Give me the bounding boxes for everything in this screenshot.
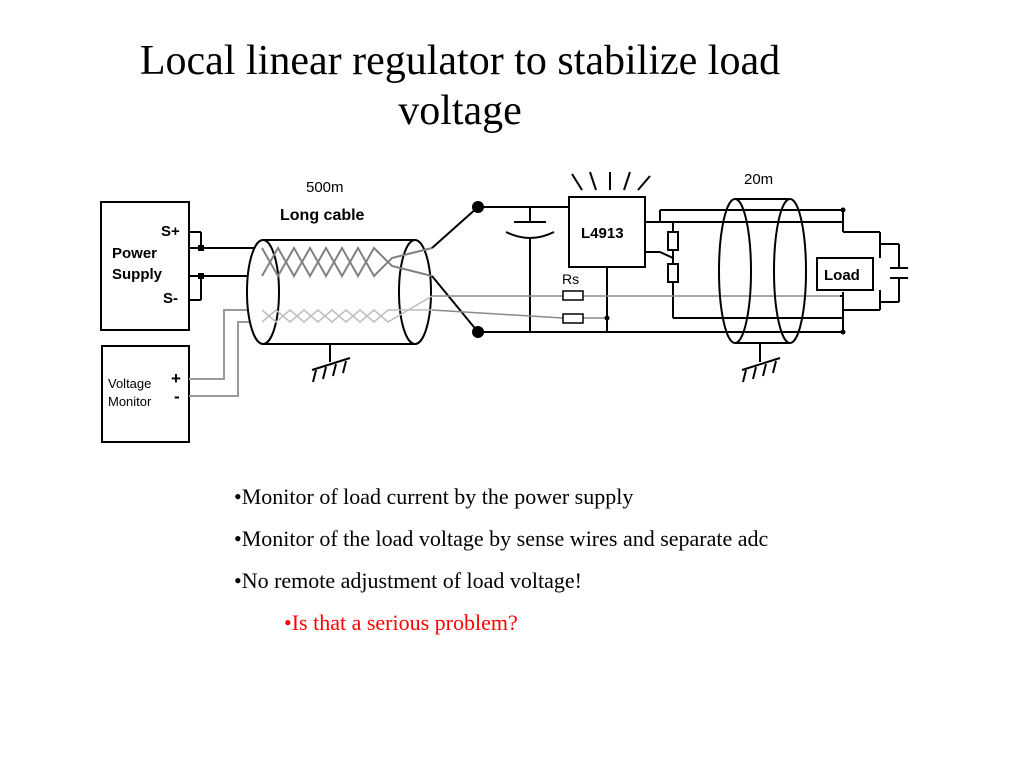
feedback-resistor-bottom bbox=[667, 263, 679, 283]
cable-name-label: Long cable bbox=[280, 207, 365, 224]
supply-junction-bottom bbox=[198, 273, 204, 279]
load-label: Load bbox=[824, 267, 860, 284]
power-supply-s-minus: S- bbox=[163, 290, 178, 307]
bullet-list: •Monitor of load current by the power su… bbox=[234, 482, 794, 650]
voltage-monitor-label-2: Monitor bbox=[108, 394, 152, 409]
voltage-monitor-label-1: Voltage bbox=[108, 376, 151, 391]
circuit-diagram: S+ Power Supply S- Voltage Monitor + - bbox=[100, 171, 908, 443]
power-supply-box bbox=[100, 201, 190, 331]
voltage-monitor-plus: + bbox=[171, 369, 181, 388]
slide-title: Local linear regulator to stabilize load… bbox=[60, 36, 860, 136]
power-supply-label-2: Supply bbox=[112, 266, 163, 283]
sub-bullet-item: •Is that a serious problem? bbox=[284, 610, 518, 635]
load-wiring bbox=[840, 210, 908, 332]
sense-wires-right bbox=[431, 295, 843, 319]
short-cable bbox=[718, 198, 807, 344]
regulator-wiring bbox=[606, 209, 843, 332]
bullet-item: •No remote adjustment of load voltage! bbox=[234, 568, 582, 593]
voltage-monitor-box bbox=[101, 345, 190, 443]
supply-junction-top bbox=[198, 245, 204, 251]
ground-symbol-long-cable bbox=[311, 344, 351, 383]
ground-symbol-short-cable bbox=[741, 343, 781, 383]
voltage-monitor-minus: - bbox=[174, 387, 180, 406]
short-cable-label: 20m bbox=[744, 171, 773, 188]
sense-resistor-2 bbox=[562, 313, 584, 324]
load-node-bottom bbox=[840, 329, 846, 335]
load-box bbox=[816, 257, 874, 291]
title-line-1: Local linear regulator to stabilize load bbox=[139, 38, 781, 84]
bullet-item: •Monitor of the load voltage by sense wi… bbox=[234, 526, 769, 551]
regulator-label: L4913 bbox=[581, 225, 624, 242]
node-top bbox=[472, 201, 484, 213]
sense-node bbox=[604, 315, 610, 321]
sense-resistor-1 bbox=[562, 290, 584, 301]
cable-length-label: 500m bbox=[306, 179, 344, 196]
regulator-box bbox=[568, 196, 646, 268]
long-cable bbox=[246, 239, 433, 345]
power-supply-s-plus: S+ bbox=[161, 223, 180, 240]
power-supply-label-1: Power bbox=[112, 245, 157, 262]
bullet-item: •Monitor of load current by the power su… bbox=[234, 484, 634, 509]
sense-resistor-label: Rs bbox=[562, 271, 579, 287]
load-node-top bbox=[840, 207, 846, 213]
heat-rays-icon bbox=[571, 171, 651, 191]
input-capacitor bbox=[505, 207, 555, 332]
feedback-resistor-top bbox=[667, 231, 679, 251]
title-line-2: voltage bbox=[398, 88, 522, 134]
node-bottom bbox=[472, 326, 484, 338]
